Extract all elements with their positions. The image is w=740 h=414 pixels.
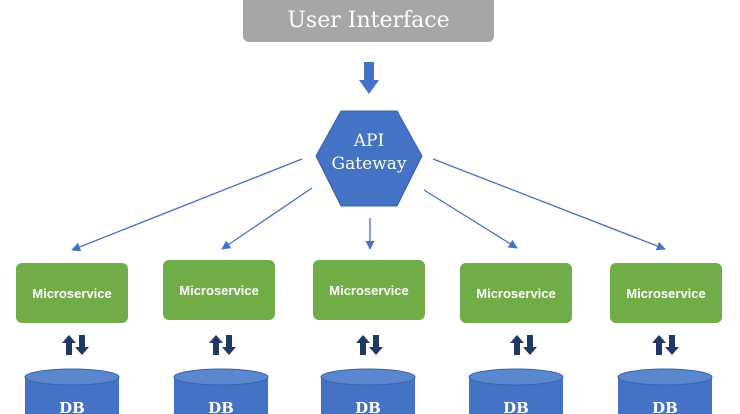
microservice-box-4: Microservice — [460, 263, 572, 323]
sync-arrows-1 — [62, 335, 89, 355]
database-5-label: DB — [652, 399, 678, 414]
microservice-box-5: Microservice — [610, 263, 722, 323]
user-interface-box: User Interface — [243, 0, 494, 42]
sync-arrows-5 — [652, 335, 679, 355]
api-gateway-hexagon — [315, 110, 423, 207]
sync-arrows-4 — [510, 335, 537, 355]
microservice-box-3: Microservice — [313, 260, 425, 320]
gateway-to-microservice-1-arrow — [71, 158, 303, 252]
database-3: DB — [320, 368, 416, 414]
api-gateway-label-line2: Gateway — [332, 154, 407, 174]
sync-arrows-2 — [209, 335, 236, 355]
gateway-to-microservice-4-arrow — [423, 189, 518, 249]
microservice-4-label: Microservice — [476, 285, 556, 301]
database-1-label: DB — [59, 399, 85, 414]
microservice-5-label: Microservice — [626, 285, 706, 301]
microservice-2-label: Microservice — [179, 282, 259, 298]
gateway-to-microservice-5-arrow — [432, 158, 666, 251]
microservice-box-1: Microservice — [16, 263, 128, 323]
microservice-1-label: Microservice — [32, 285, 112, 301]
database-3-label: DB — [355, 399, 381, 414]
database-2-label: DB — [208, 399, 234, 414]
database-1: DB — [24, 368, 120, 414]
gateway-to-microservice-2-arrow — [221, 187, 313, 250]
api-gateway-label-line1: API — [353, 131, 384, 151]
database-2: DB — [173, 368, 269, 414]
microservice-3-label: Microservice — [329, 282, 409, 298]
user-interface-label: User Interface — [287, 7, 450, 33]
ui-to-gateway-arrow — [359, 62, 379, 94]
sync-arrows-3 — [356, 335, 383, 355]
database-5: DB — [617, 368, 713, 414]
microservice-box-2: Microservice — [163, 260, 275, 320]
database-4: DB — [468, 368, 564, 414]
database-4-label: DB — [503, 399, 529, 414]
